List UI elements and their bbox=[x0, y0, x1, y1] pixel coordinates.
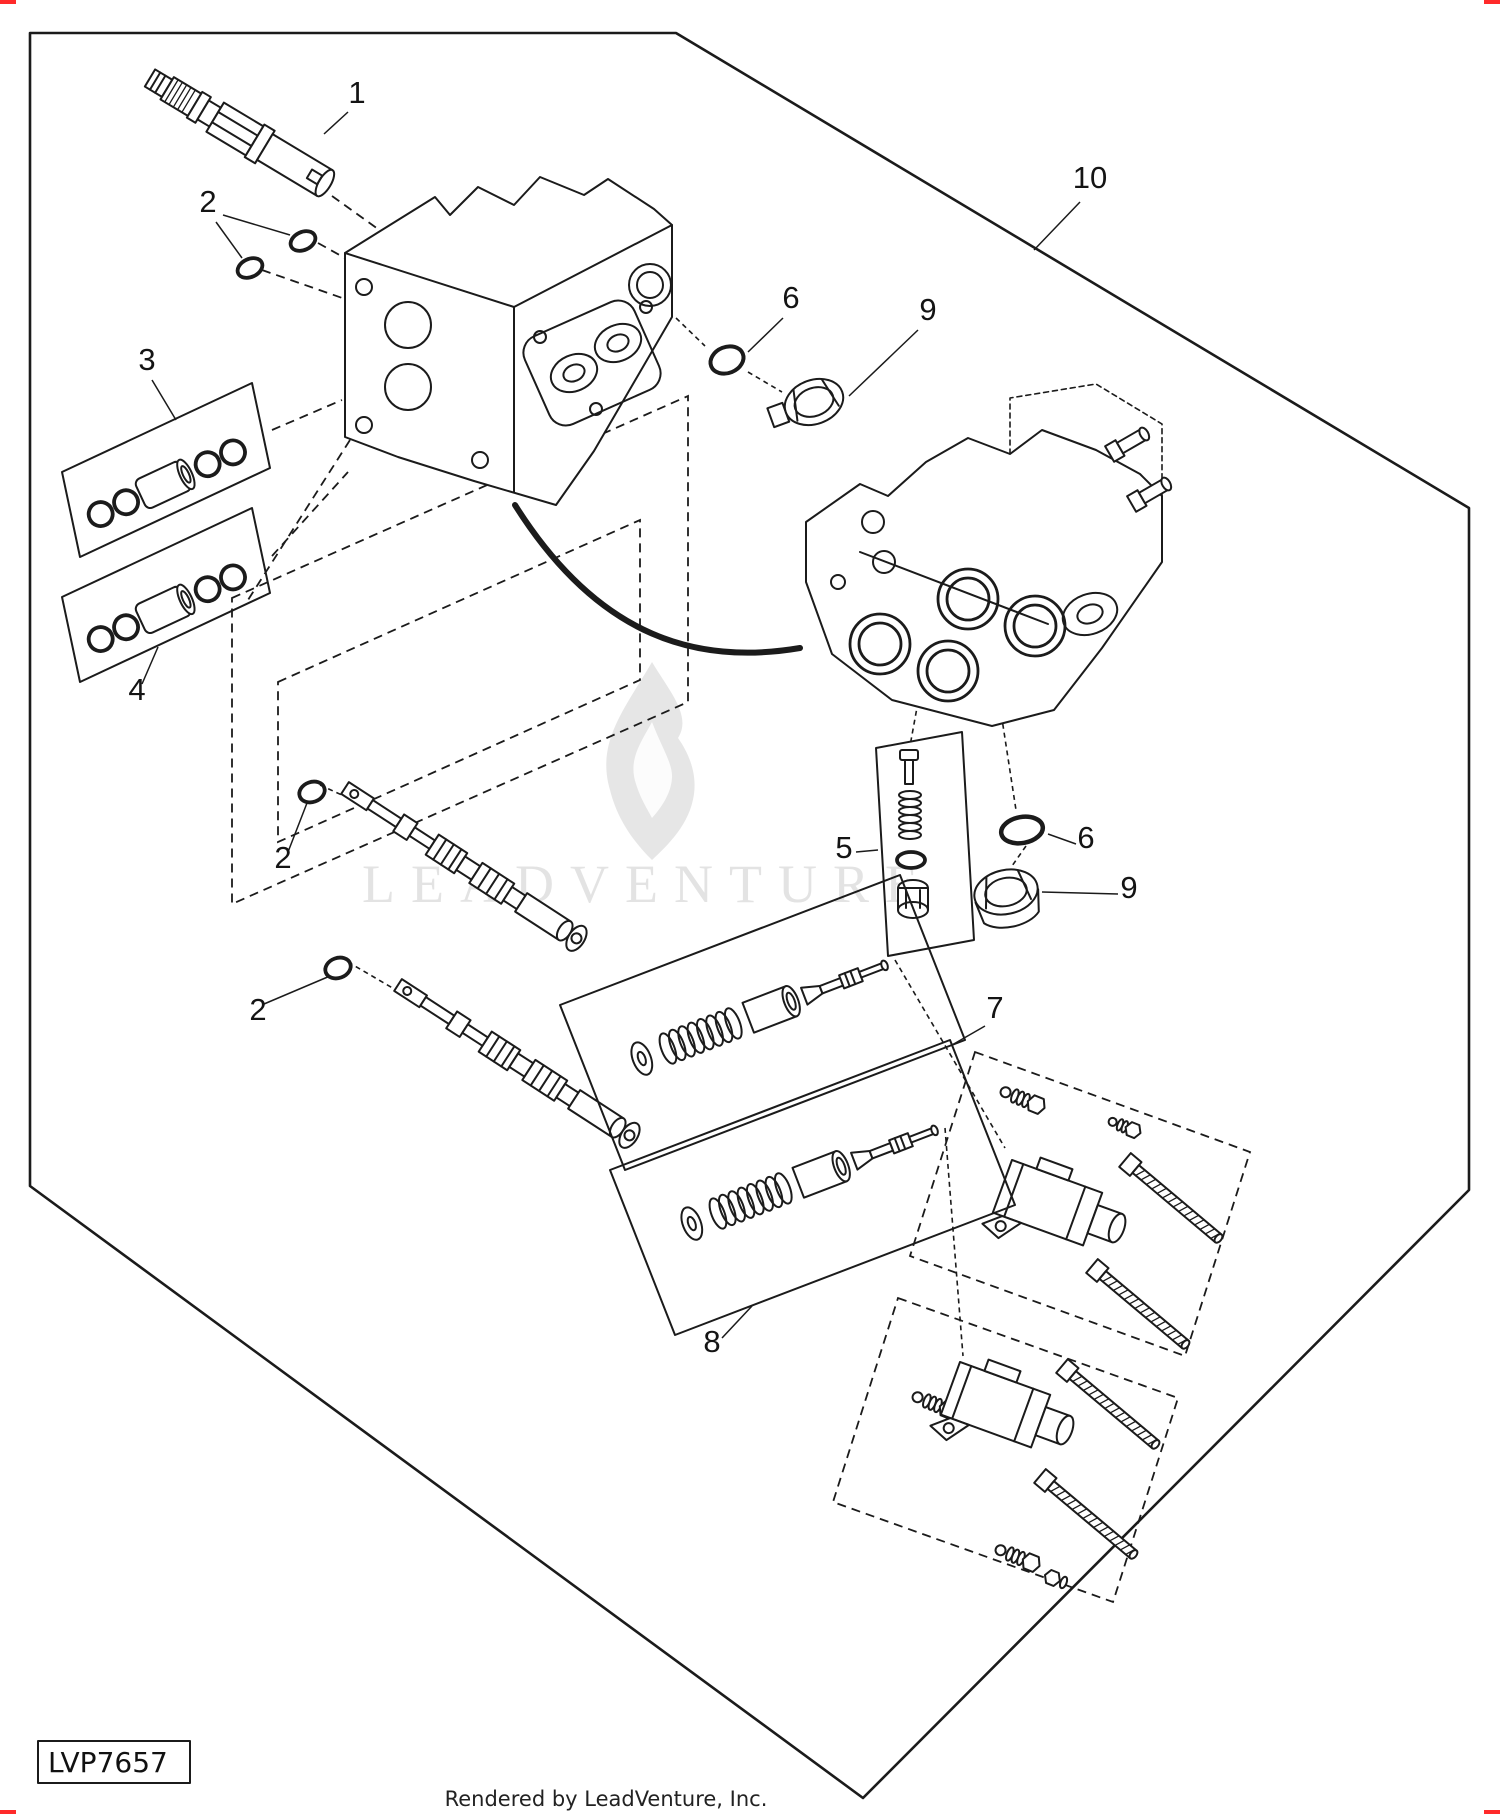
part-6-o-ring-upper bbox=[708, 344, 746, 376]
watermark: LEADVENTURE bbox=[362, 662, 918, 914]
callout-6-upper[interactable]: 6 bbox=[782, 280, 799, 315]
callout-5[interactable]: 5 bbox=[835, 830, 852, 865]
callout-6-lower[interactable]: 6 bbox=[1077, 820, 1094, 855]
part-9-plug-upper bbox=[766, 377, 845, 429]
figure-code: LVP7657 bbox=[37, 1740, 191, 1784]
callout-10[interactable]: 10 bbox=[1073, 160, 1107, 195]
part-3-seal-kit bbox=[61, 382, 271, 558]
assembly-flow-curve bbox=[512, 502, 803, 656]
valve-body-upper bbox=[344, 176, 673, 506]
part-8-relief-valve-assembly bbox=[609, 1039, 1180, 1604]
callout-9-lower[interactable]: 9 bbox=[1120, 870, 1137, 905]
callout-2-top[interactable]: 2 bbox=[199, 184, 216, 219]
footer-credit: Rendered by LeadVenture, Inc. bbox=[445, 1787, 768, 1811]
callout-2-spool-b[interactable]: 2 bbox=[249, 992, 266, 1027]
callout-8[interactable]: 8 bbox=[703, 1324, 720, 1359]
diagram-border bbox=[28, 31, 1471, 1800]
part-5-detent-kit bbox=[875, 731, 975, 957]
part-2-o-ring-spool-a bbox=[297, 779, 327, 805]
callout-9-upper[interactable]: 9 bbox=[919, 292, 936, 327]
callout-4[interactable]: 4 bbox=[128, 672, 145, 707]
part-9-plug-lower bbox=[973, 868, 1040, 929]
figure-code-text: LVP7657 bbox=[48, 1746, 168, 1779]
callout-labels: 1 2 3 4 2 2 6 9 10 5 6 9 7 8 bbox=[128, 75, 1137, 1359]
part-1-cartridge-valve bbox=[143, 68, 336, 198]
part-2-o-ring-spool-b bbox=[323, 955, 353, 981]
part-7-relief-valve-assembly bbox=[559, 874, 1252, 1358]
spool-a bbox=[340, 781, 588, 952]
part-2-o-rings-upper bbox=[235, 229, 318, 280]
callout-3[interactable]: 3 bbox=[138, 342, 155, 377]
part-4-seal-kit bbox=[61, 507, 271, 683]
part-6-o-ring-lower bbox=[998, 814, 1046, 846]
spool-b bbox=[393, 978, 641, 1149]
callout-2-spool-a[interactable]: 2 bbox=[274, 840, 291, 875]
valve-body-lower bbox=[805, 383, 1173, 727]
callout-7[interactable]: 7 bbox=[986, 990, 1003, 1025]
callout-1[interactable]: 1 bbox=[348, 75, 365, 110]
callout-leader-lines bbox=[141, 111, 1119, 1339]
